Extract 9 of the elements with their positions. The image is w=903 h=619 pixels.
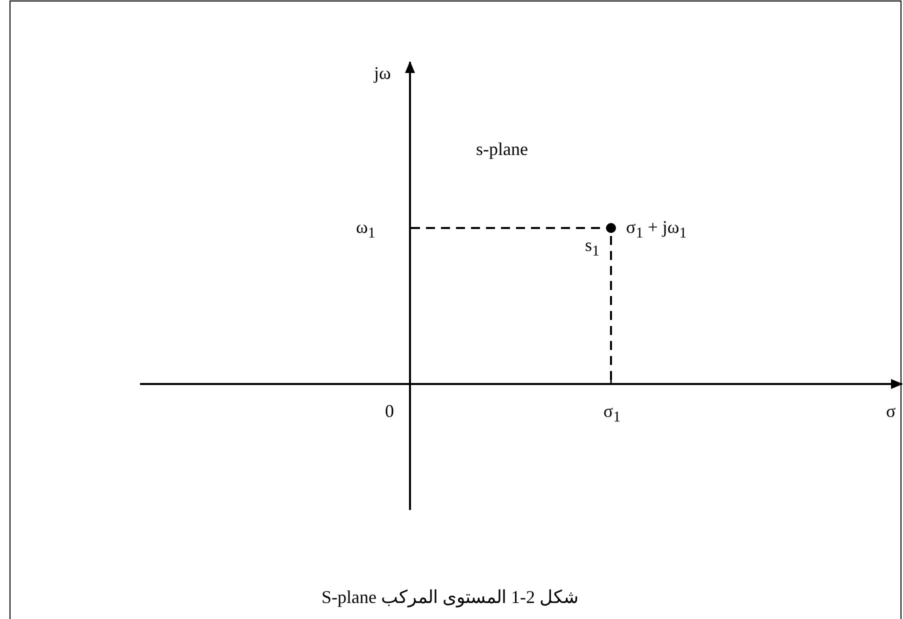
- axis-value: ω$_{1}$: [356, 218, 376, 242]
- origin-label: 0: [385, 402, 394, 420]
- point-label: σ$_{1}$ + jω$_{1}$: [626, 218, 687, 242]
- axis-label: jω: [374, 64, 391, 82]
- figure-caption: شكل 2-1 المستوى المركب S-plane: [322, 588, 578, 606]
- axis-value: σ$_{1}$: [603, 402, 621, 426]
- axis-label: σ: [886, 402, 896, 420]
- plane-label: s-plane: [476, 140, 528, 158]
- point-label: s$_{1}$: [585, 236, 600, 260]
